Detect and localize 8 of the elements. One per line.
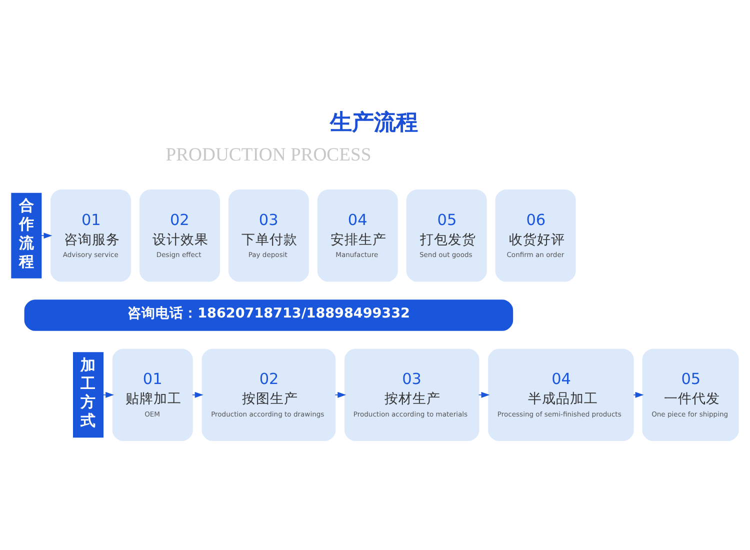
label: 咨询电话：18620718713/18898499332 <box>128 306 410 322</box>
node-box: 合作流程 <box>11 192 42 278</box>
arrow <box>102 392 114 398</box>
arrow <box>334 392 346 398</box>
node-box: 加工方式 <box>73 352 104 438</box>
arrow <box>192 392 204 398</box>
diagram-title: 生产流程 <box>330 110 418 136</box>
arrow <box>633 392 644 398</box>
